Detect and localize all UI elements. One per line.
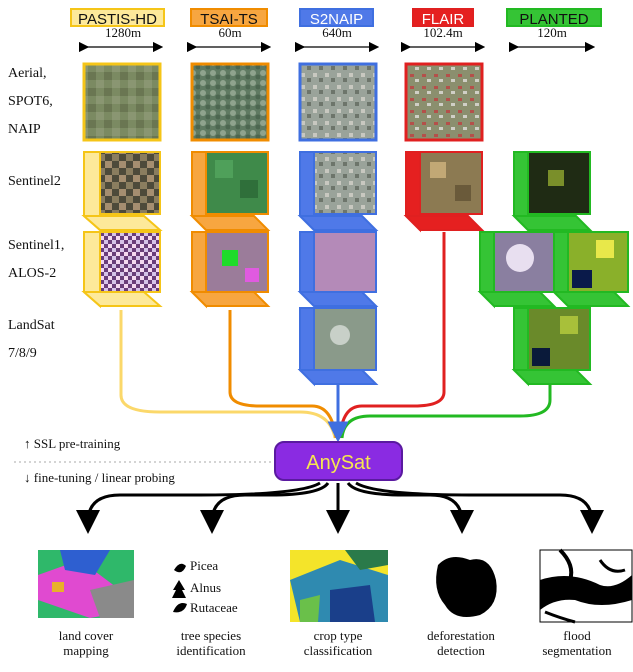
phase-finetune: ↓ fine-tuning / linear probing xyxy=(24,470,175,485)
dataset-label-s2naip: S2NAIP xyxy=(299,8,374,28)
row-label-sentinel2: Sentinel2 xyxy=(8,168,61,196)
task-deforestation-line1: deforestation xyxy=(427,628,495,643)
task-land-cover-line2: mapping xyxy=(63,643,109,658)
row-landsat-line2: 7/8/9 xyxy=(8,346,37,361)
species-icons xyxy=(172,563,187,613)
task-flood-line2: segmentation xyxy=(542,643,612,658)
dataset-label-pastis: PASTIS-HD xyxy=(70,8,165,28)
sentinel1-cubes xyxy=(81,231,631,309)
row-sentinel1-line1: Sentinel1, xyxy=(8,238,65,253)
scale-pastis: 1280m xyxy=(104,25,142,40)
species-picea: Picea xyxy=(190,558,219,573)
row-landsat-line1: LandSat xyxy=(8,318,55,333)
task-deforestation: deforestation detection xyxy=(405,628,517,658)
phase-pretrain: ↑ SSL pre-training xyxy=(24,436,121,451)
task-land-cover-line1: land cover xyxy=(58,628,114,643)
dataset-label-tsai: TSAI-TS xyxy=(190,8,268,28)
task-land-cover: land cover mapping xyxy=(30,628,142,658)
sentinel2-cubes xyxy=(81,151,593,233)
task-flood: flood segmentation xyxy=(521,628,633,658)
input-flows xyxy=(119,232,552,443)
task-crop-type-line1: crop type xyxy=(313,628,363,643)
dataset-label-flair: FLAIR xyxy=(412,8,474,28)
scale-flair: 102.4m xyxy=(423,25,463,40)
task-tree-species-line2: identification xyxy=(176,643,246,658)
scale-planted: 120m xyxy=(537,25,567,40)
dataset-label-planted: PLANTED xyxy=(506,8,602,28)
scale-tsai: 60m xyxy=(218,25,242,40)
tree-icon-alnus xyxy=(172,580,186,598)
output-arrows xyxy=(76,481,604,534)
row-sentinel1-line2: ALOS-2 xyxy=(8,266,57,281)
leaf-icon-picea xyxy=(174,563,186,573)
row-label-landsat: LandSat 7/8/9 xyxy=(8,312,55,368)
row-label-sentinel1: Sentinel1, ALOS-2 xyxy=(8,232,64,288)
scale-s2naip: 640m xyxy=(322,25,352,40)
task-images xyxy=(38,548,633,624)
task-tree-species-line1: tree species xyxy=(180,628,242,643)
task-flood-line1: flood xyxy=(563,628,591,643)
species-rutaceae: Rutaceae xyxy=(190,600,238,615)
aerial-tiles xyxy=(82,62,484,142)
row-sentinel2-line1: Sentinel2 xyxy=(8,174,61,189)
species-alnus: Alnus xyxy=(190,580,222,595)
row-aerial-line3: NAIP xyxy=(8,122,41,137)
task-crop-type: crop type classification xyxy=(282,628,394,658)
anysat-model-box: AnySat xyxy=(274,441,403,481)
leaf-icon-rutaceae xyxy=(173,603,187,613)
row-aerial-line1: Aerial, xyxy=(8,66,47,81)
task-deforestation-line2: detection xyxy=(437,643,485,658)
row-aerial-line2: SPOT6, xyxy=(8,94,53,109)
row-label-aerial: Aerial, SPOT6, NAIP xyxy=(8,60,53,144)
landsat-cubes xyxy=(297,307,593,387)
task-crop-type-line2: classification xyxy=(303,643,373,658)
task-tree-species: tree species identification xyxy=(155,628,267,658)
